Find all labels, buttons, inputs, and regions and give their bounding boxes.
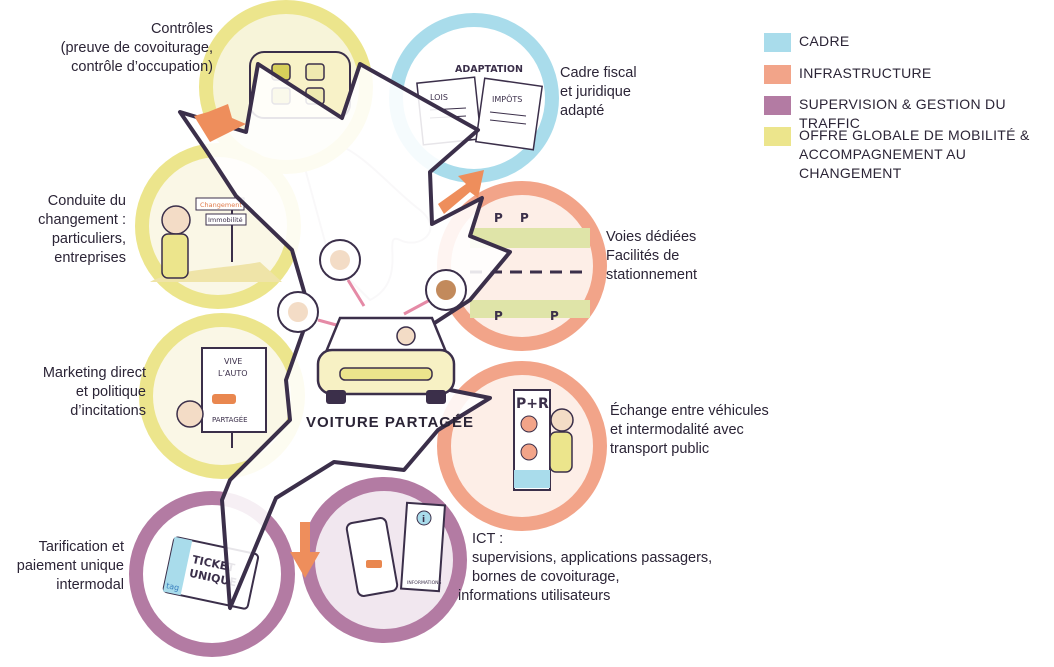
legend-item-cadre: CADRE — [764, 32, 850, 52]
immobilite-text: Immobilité — [208, 216, 243, 224]
pink-arrow-3 — [403, 298, 431, 316]
legend-label: INFRASTRUCTURE — [799, 64, 932, 83]
label-echange-line: et intermodalité avec — [610, 422, 744, 438]
legend-label: SUPERVISION & GESTION DU TRAFFIC — [799, 95, 1054, 133]
label-voies-line: stationnement — [606, 267, 698, 283]
label-voies: Voies dédiées Facilités de stationnement — [606, 228, 766, 285]
legend-label-line: CADRE — [799, 33, 850, 49]
label-marketing-line: d’incitations — [70, 403, 146, 419]
legend-swatch — [764, 96, 791, 115]
label-controles-line: contrôle d’occupation) — [71, 59, 213, 75]
label-tarification-line: intermodal — [56, 577, 124, 593]
legend-label-line: SUPERVISION & GESTION DU TRAFFIC — [799, 96, 1006, 131]
label-cadre-fiscal: Cadre fiscal et juridique adapté — [560, 64, 700, 121]
info-text: i — [422, 515, 425, 525]
lauto-text: L’AUTO — [218, 369, 248, 378]
passenger-avatars — [277, 239, 467, 333]
lois-text: LOIS — [430, 93, 448, 102]
label-ict: ICT : supervisions, applications passage… — [458, 530, 772, 606]
label-echange-line: Échange entre véhicules — [610, 403, 769, 419]
label-tarification-line: Tarification et — [38, 539, 124, 555]
legend-item-infrastructure: INFRASTRUCTURE — [764, 64, 932, 84]
arrow-ict — [290, 522, 320, 578]
legend-swatch — [764, 127, 791, 146]
label-ict-line: ICT : — [472, 531, 504, 547]
legend-swatch — [764, 65, 791, 84]
parking-text-4: P — [550, 309, 559, 323]
conduite-illustration: Changement Immobilité — [150, 197, 282, 282]
label-cadre-fiscal-line: et juridique — [560, 84, 631, 100]
label-echange-line: transport public — [610, 441, 710, 457]
label-marketing: Marketing direct et politique d’incitati… — [0, 364, 146, 421]
label-ict-line: bornes de covoiturage, — [472, 569, 620, 585]
label-cadre-fiscal-line: adapté — [560, 103, 605, 119]
legend-swatch — [764, 33, 791, 52]
shared-car — [316, 316, 456, 404]
center-label: VOITURE PARTAGÉE — [306, 414, 474, 431]
label-conduite-line: Conduite du — [47, 193, 126, 209]
label-voies-line: Facilités de — [606, 248, 680, 264]
ict-illustration: i INFORMATIONS — [345, 501, 447, 597]
label-tarification-line: paiement unique — [16, 558, 124, 574]
label-voies-line: Voies dédiées — [606, 229, 697, 245]
legend-label: CADRE — [799, 32, 850, 51]
changement-text: Changement — [200, 201, 242, 209]
impots-text: IMPÔTS — [492, 93, 522, 104]
pink-arrow-1 — [346, 279, 366, 307]
billboard-illustration: VIVE L’AUTO PARTAGÉE — [176, 347, 267, 448]
label-controles-line: Contrôles — [150, 21, 213, 37]
label-ict-line: supervisions, applications passagers, — [472, 550, 713, 566]
label-conduite: Conduite du changement : particuliers, e… — [0, 192, 126, 268]
legend-item-offre: OFFRE GLOBALE DE MOBILITÉ & ACCOMPAGNEME… — [764, 126, 1054, 183]
legend-label-line: INFRASTRUCTURE — [799, 65, 932, 81]
p-plus-r-text: P+R — [516, 396, 549, 412]
label-controles-line: (preuve de covoiturage, — [60, 40, 213, 56]
partagee-text: PARTAGÉE — [212, 415, 248, 424]
parking-text-1: P — [494, 211, 503, 225]
parking-text-2: P — [520, 211, 529, 225]
adaptation-text: ADAPTATION — [455, 64, 523, 75]
arrow-controles — [194, 104, 246, 142]
label-cadre-fiscal-line: Cadre fiscal — [560, 65, 637, 81]
vive-text: VIVE — [224, 357, 242, 366]
label-echange: Échange entre véhicules et intermodalité… — [610, 402, 810, 459]
park-and-ride-illustration: P+R — [513, 389, 574, 491]
label-conduite-line: changement : — [38, 212, 126, 228]
legend-item-supervision: SUPERVISION & GESTION DU TRAFFIC — [764, 95, 1054, 133]
parking-text-3: P — [494, 309, 503, 323]
label-conduite-line: particuliers, — [51, 231, 126, 247]
label-conduite-line: entreprises — [54, 250, 126, 266]
legend-label-line: ACCOMPAGNEMENT AU CHANGEMENT — [799, 146, 967, 181]
label-controles: Contrôles (preuve de covoiturage, contrô… — [0, 20, 213, 77]
label-tarification: Tarification et paiement unique intermod… — [0, 538, 124, 595]
arrow-cadre — [438, 170, 484, 214]
legend-label: OFFRE GLOBALE DE MOBILITÉ & ACCOMPAGNEME… — [799, 126, 1054, 183]
label-marketing-line: Marketing direct — [42, 365, 146, 381]
legend-label-line: OFFRE GLOBALE DE MOBILITÉ & — [799, 127, 1030, 143]
informations-text: INFORMATIONS — [407, 580, 442, 586]
label-ict-line: informations utilisateurs — [458, 588, 611, 604]
arrows — [194, 104, 484, 578]
tag-text: tag — [165, 581, 180, 593]
label-marketing-line: et politique — [75, 384, 146, 400]
